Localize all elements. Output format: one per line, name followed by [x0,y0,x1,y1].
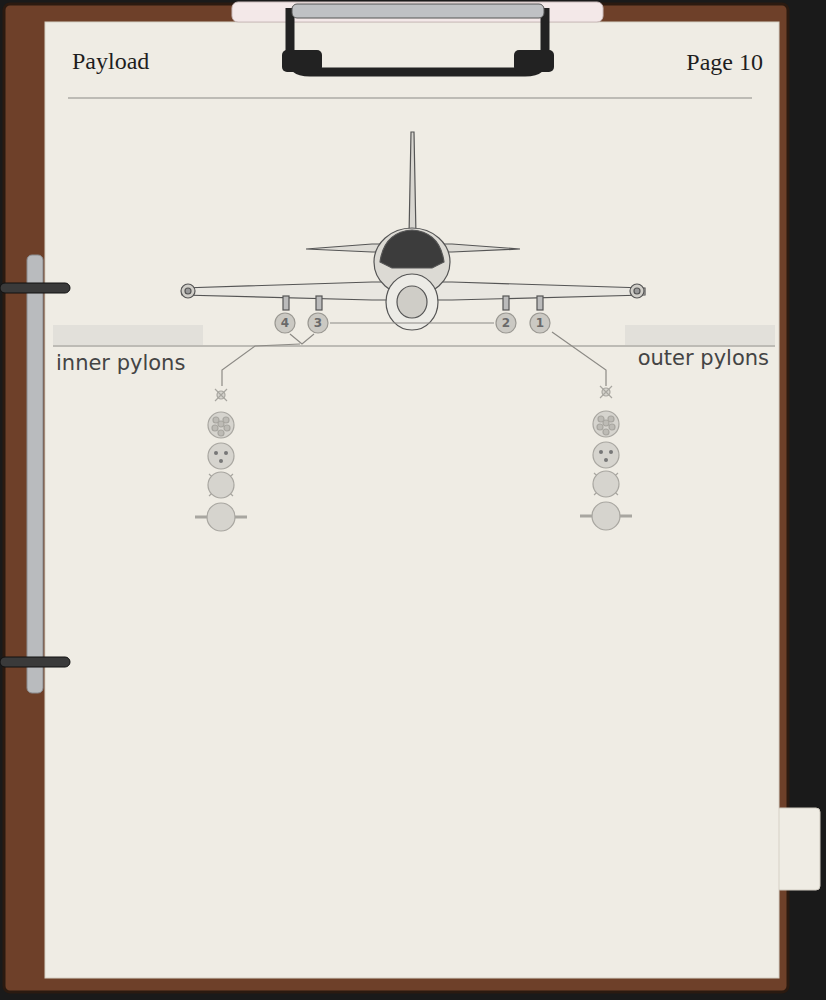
clip-hinge [292,4,544,18]
weapon-icons [195,386,632,531]
paper-sheet [45,22,779,978]
page-number: Page 10 [623,48,763,77]
group-label: inner pylons [56,351,196,376]
callout-number: 3 [314,316,322,330]
page-title: Payload [72,48,149,75]
label-band [625,325,775,345]
label-band [53,325,203,345]
callout-number: 1 [536,316,544,330]
binder-bar [27,255,43,693]
callout-number: 4 [281,316,289,330]
page-tab [776,808,820,890]
clip-grip [514,50,554,72]
group-label: outer pylons [629,346,769,371]
header-rule [68,97,752,98]
clipboard-board [4,4,788,992]
callout-circle: 3 [307,312,329,334]
leader-connector [330,322,494,323]
leader-line [222,332,606,386]
binder-ring [0,657,70,667]
callout-number: 2 [502,316,510,330]
callout-circle: 2 [495,312,517,334]
callout-circle: 1 [529,312,551,334]
binder-ring [0,283,70,293]
aircraft-front-view [181,132,645,330]
callout-circle: 4 [274,312,296,334]
clip-grip [282,50,322,72]
